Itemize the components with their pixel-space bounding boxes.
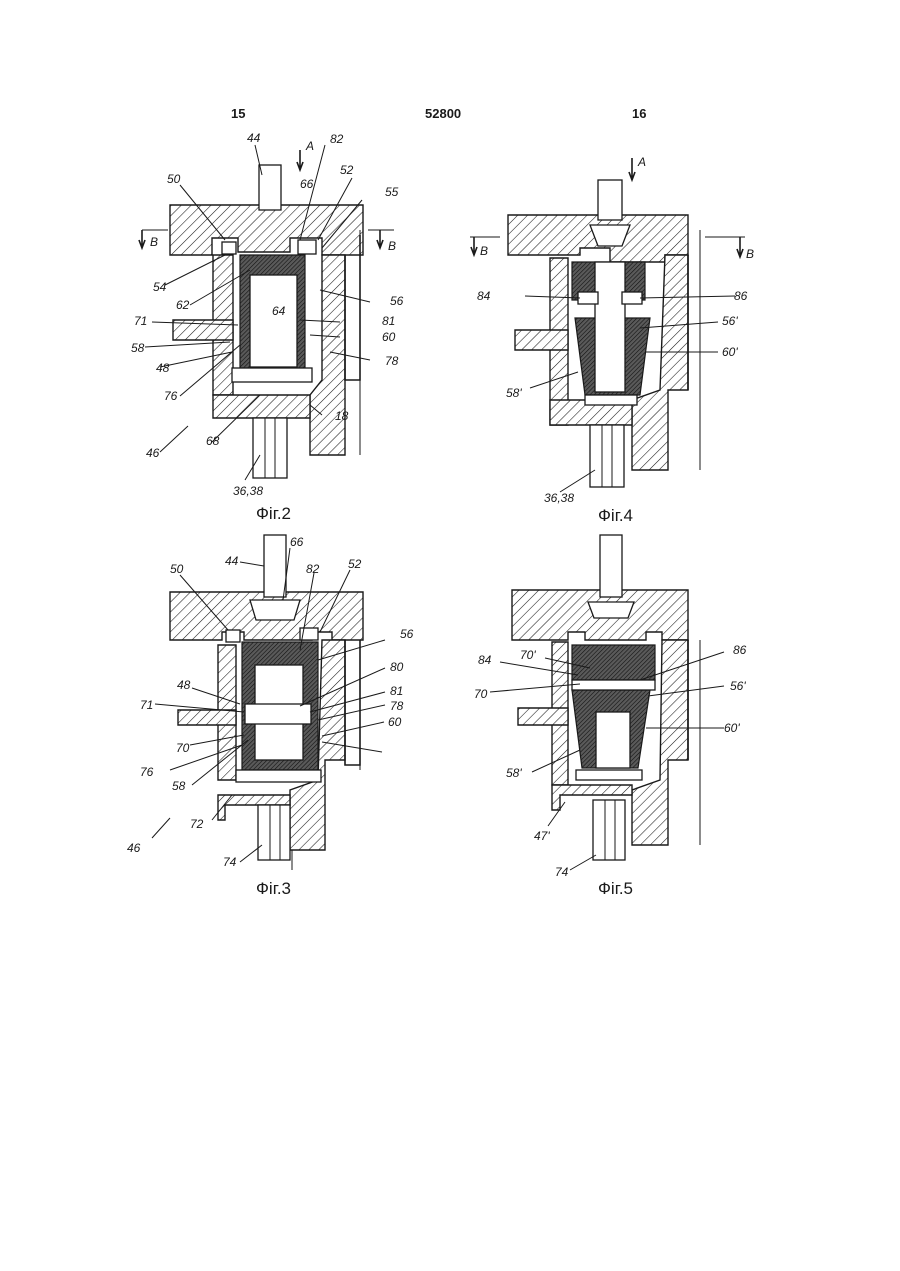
reference-label: 78 <box>385 354 399 368</box>
reference-label: 68 <box>206 434 220 448</box>
reference-label: 56' <box>730 679 746 693</box>
reference-label: 74 <box>555 865 569 879</box>
reference-label: B <box>150 235 158 249</box>
caption-fig3: Фіг.3 <box>256 879 291 898</box>
reference-label: 70 <box>176 741 190 755</box>
reference-label: 76 <box>164 389 178 403</box>
reference-label: B <box>746 247 754 261</box>
reference-label: B <box>388 239 396 253</box>
caption-fig5: Фіг.5 <box>598 879 633 898</box>
reference-label: 84 <box>477 289 491 303</box>
figure-4: A B B 84 86 56' 60' 58' 36,38 Фіг.4 <box>470 155 754 525</box>
reference-label: 74 <box>223 855 237 869</box>
reference-label: 76 <box>140 765 154 779</box>
figure-3: 44 66 50 82 52 56 80 48 81 71 78 70 60 7… <box>127 535 414 898</box>
reference-label: 80 <box>390 660 404 674</box>
reference-label: 46 <box>127 841 141 855</box>
reference-label: 60 <box>388 715 402 729</box>
reference-label: 50 <box>170 562 184 576</box>
figure-5: 70' 86 84 70 56' 60' 58' 47' 74 Фіг.5 <box>474 535 747 898</box>
reference-label: 82 <box>330 132 344 146</box>
reference-label: 64 <box>272 304 286 318</box>
reference-label: 71 <box>140 698 153 712</box>
reference-label: 60' <box>724 721 740 735</box>
reference-label: 66 <box>300 177 314 191</box>
reference-label: 18 <box>335 409 349 423</box>
reference-label: 58 <box>131 341 145 355</box>
reference-label: 78 <box>390 699 404 713</box>
reference-label: 56 <box>390 294 404 308</box>
reference-label: 58' <box>506 766 522 780</box>
reference-label: 70 <box>474 687 488 701</box>
reference-label: 48 <box>177 678 191 692</box>
reference-label: 48 <box>156 361 170 375</box>
reference-label: 44 <box>225 554 239 568</box>
reference-label: 72 <box>190 817 204 831</box>
reference-label: 84 <box>478 653 492 667</box>
reference-label: 36,38 <box>544 491 574 505</box>
reference-label: 36,38 <box>233 484 263 498</box>
reference-label: 82 <box>306 562 320 576</box>
caption-fig4: Фіг.4 <box>598 506 633 525</box>
reference-label: 52 <box>340 163 354 177</box>
figure-2: 44 A 82 52 50 66 55 B B 54 62 64 56 71 8… <box>131 131 404 523</box>
caption-fig2: Фіг.2 <box>256 504 291 523</box>
reference-label: 55 <box>385 185 399 199</box>
reference-label: 86 <box>734 289 748 303</box>
reference-label: 58' <box>506 386 522 400</box>
reference-label: 81 <box>382 314 395 328</box>
reference-label: A <box>637 155 646 169</box>
reference-label: 50 <box>167 172 181 186</box>
reference-label: 71 <box>134 314 147 328</box>
reference-label: 60' <box>722 345 738 359</box>
reference-label: 86 <box>733 643 747 657</box>
reference-label: A <box>305 139 314 153</box>
reference-label: 46 <box>146 446 160 460</box>
reference-label: 58 <box>172 779 186 793</box>
reference-label: 56 <box>400 627 414 641</box>
reference-label: 62 <box>176 298 190 312</box>
reference-label: 70' <box>520 648 536 662</box>
reference-label: 66 <box>290 535 304 549</box>
reference-label: 81 <box>390 684 403 698</box>
reference-label: B <box>480 244 488 258</box>
reference-label: 54 <box>153 280 167 294</box>
reference-label: 56' <box>722 314 738 328</box>
reference-label: 44 <box>247 131 261 145</box>
reference-label: 52 <box>348 557 362 571</box>
reference-label: 60 <box>382 330 396 344</box>
reference-label: 47' <box>534 829 550 843</box>
